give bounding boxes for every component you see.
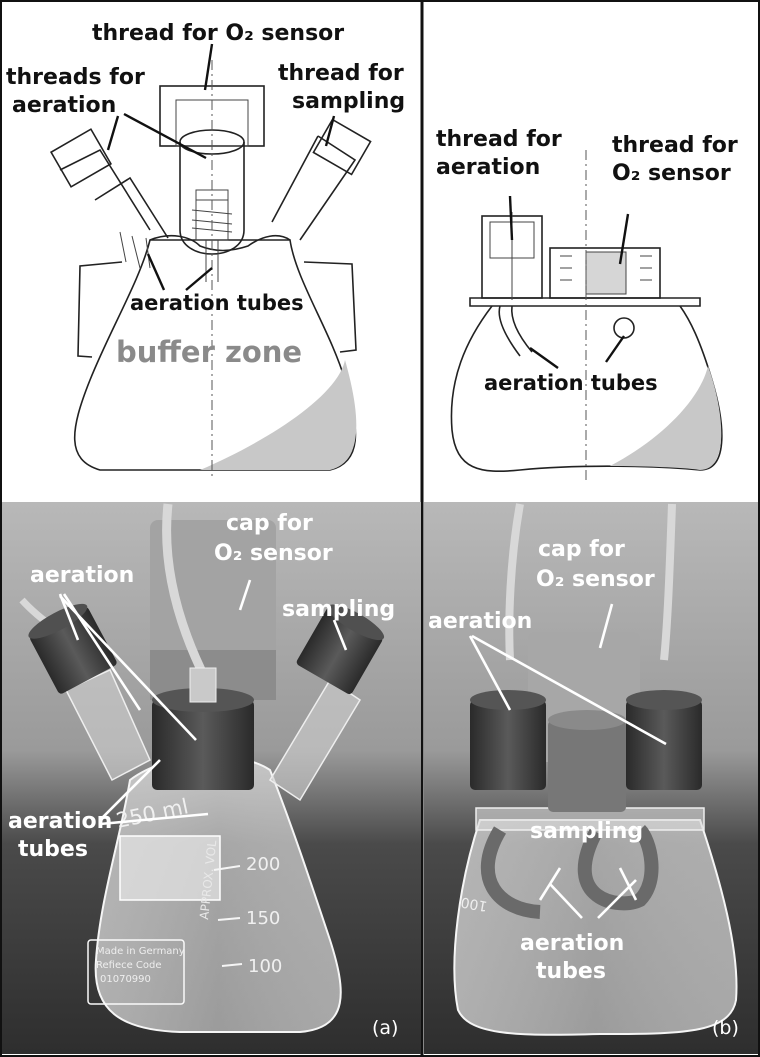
flask-a-made-in-2: Refiece Code bbox=[96, 960, 162, 971]
liquid-b bbox=[610, 366, 722, 470]
cap-a-left-icon bbox=[28, 603, 117, 694]
panel-b-photo: 100 cap for O₂ sensor aeration sampling … bbox=[424, 502, 758, 1054]
label-a-thread-sampling-2: sampling bbox=[292, 89, 405, 114]
label-b-sampling: sampling bbox=[530, 819, 643, 844]
label-a-aeration: aeration bbox=[30, 563, 134, 588]
flask-a-made-in-1: Made in Germany bbox=[96, 946, 185, 957]
cap-a-right-icon bbox=[296, 604, 385, 694]
label-b-thread-o2-1: thread for bbox=[612, 133, 738, 158]
label-b-cap-o2-2: O₂ sensor bbox=[536, 567, 655, 592]
label-b-aeration-tubes-2: tubes bbox=[536, 959, 606, 984]
label-a-aeration-tubes: aeration tubes bbox=[130, 291, 304, 315]
flask-a-grad-100: 100 bbox=[248, 956, 282, 977]
label-a-aeration-tubes-1: aeration bbox=[8, 809, 112, 834]
cap-b-right-icon bbox=[626, 690, 702, 790]
label-a-thread-sampling-1: thread for bbox=[278, 61, 404, 86]
label-a-threads-aeration-2: aeration bbox=[12, 93, 116, 118]
label-buffer-zone: buffer zone bbox=[116, 335, 302, 369]
panel-a-tag: (a) bbox=[372, 1017, 398, 1039]
label-a-cap-o2-2: O₂ sensor bbox=[214, 541, 333, 566]
label-a-aeration-tubes-2: tubes bbox=[18, 837, 88, 862]
panel-a-drawing: thread for O₂ sensor threads for aeratio… bbox=[6, 21, 405, 478]
flask-a-grad-200: 200 bbox=[246, 854, 280, 875]
panel-a-photo: 250 ml 200 150 100 APPROX. VOL Made in G… bbox=[2, 502, 421, 1054]
label-b-thread-o2-2: O₂ sensor bbox=[612, 161, 731, 186]
label-b-cap-o2-1: cap for bbox=[538, 537, 625, 562]
label-b-aeration: aeration bbox=[428, 609, 532, 634]
label-b-aeration-tubes: aeration tubes bbox=[484, 371, 658, 395]
o2-thread-hatch bbox=[585, 251, 627, 295]
label-b-aeration-tubes-1: aeration bbox=[520, 931, 624, 956]
flask-b-grad-100: 100 bbox=[460, 893, 489, 913]
panel-b-tag: (b) bbox=[712, 1017, 739, 1039]
cap-b-sampling-icon bbox=[548, 710, 626, 812]
cap-a-center-icon bbox=[152, 667, 254, 790]
liquid-a bbox=[200, 360, 357, 470]
label-b-thread-aeration-2: aeration bbox=[436, 155, 540, 180]
label-a-cap-o2-1: cap for bbox=[226, 511, 313, 536]
cap-b-left-icon bbox=[470, 690, 546, 790]
label-a-sampling: sampling bbox=[282, 597, 395, 622]
panel-b-drawing: thread for aeration thread for O₂ sensor… bbox=[436, 127, 738, 480]
flask-a-made-in-3: 01070990 bbox=[100, 974, 151, 985]
label-a-thread-o2: thread for O₂ sensor bbox=[92, 21, 344, 46]
flask-b-photo bbox=[453, 819, 738, 1036]
label-b-thread-aeration-1: thread for bbox=[436, 127, 562, 152]
label-a-threads-aeration-1: threads for bbox=[6, 65, 145, 90]
flask-a-grad-150: 150 bbox=[246, 908, 280, 929]
